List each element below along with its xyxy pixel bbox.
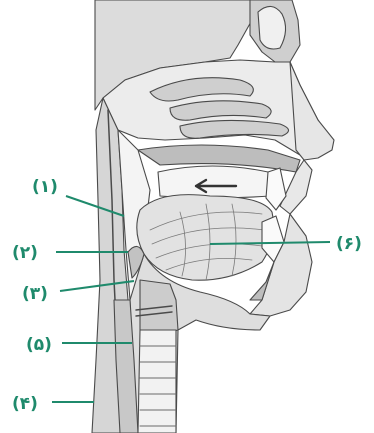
anatomy-illustration [92, 0, 334, 433]
tongue [137, 195, 274, 281]
oral-cavity [158, 166, 276, 198]
label-5: (۵) [26, 335, 52, 355]
label-6: (۶) [336, 234, 362, 254]
label-4: (۴) [12, 394, 38, 414]
sinus-cavity [258, 6, 286, 49]
label-1: (۱) [32, 177, 58, 197]
nose [290, 62, 334, 160]
trachea [138, 330, 176, 433]
label-3: (۳) [22, 284, 48, 304]
label-2: (۲) [12, 243, 38, 263]
